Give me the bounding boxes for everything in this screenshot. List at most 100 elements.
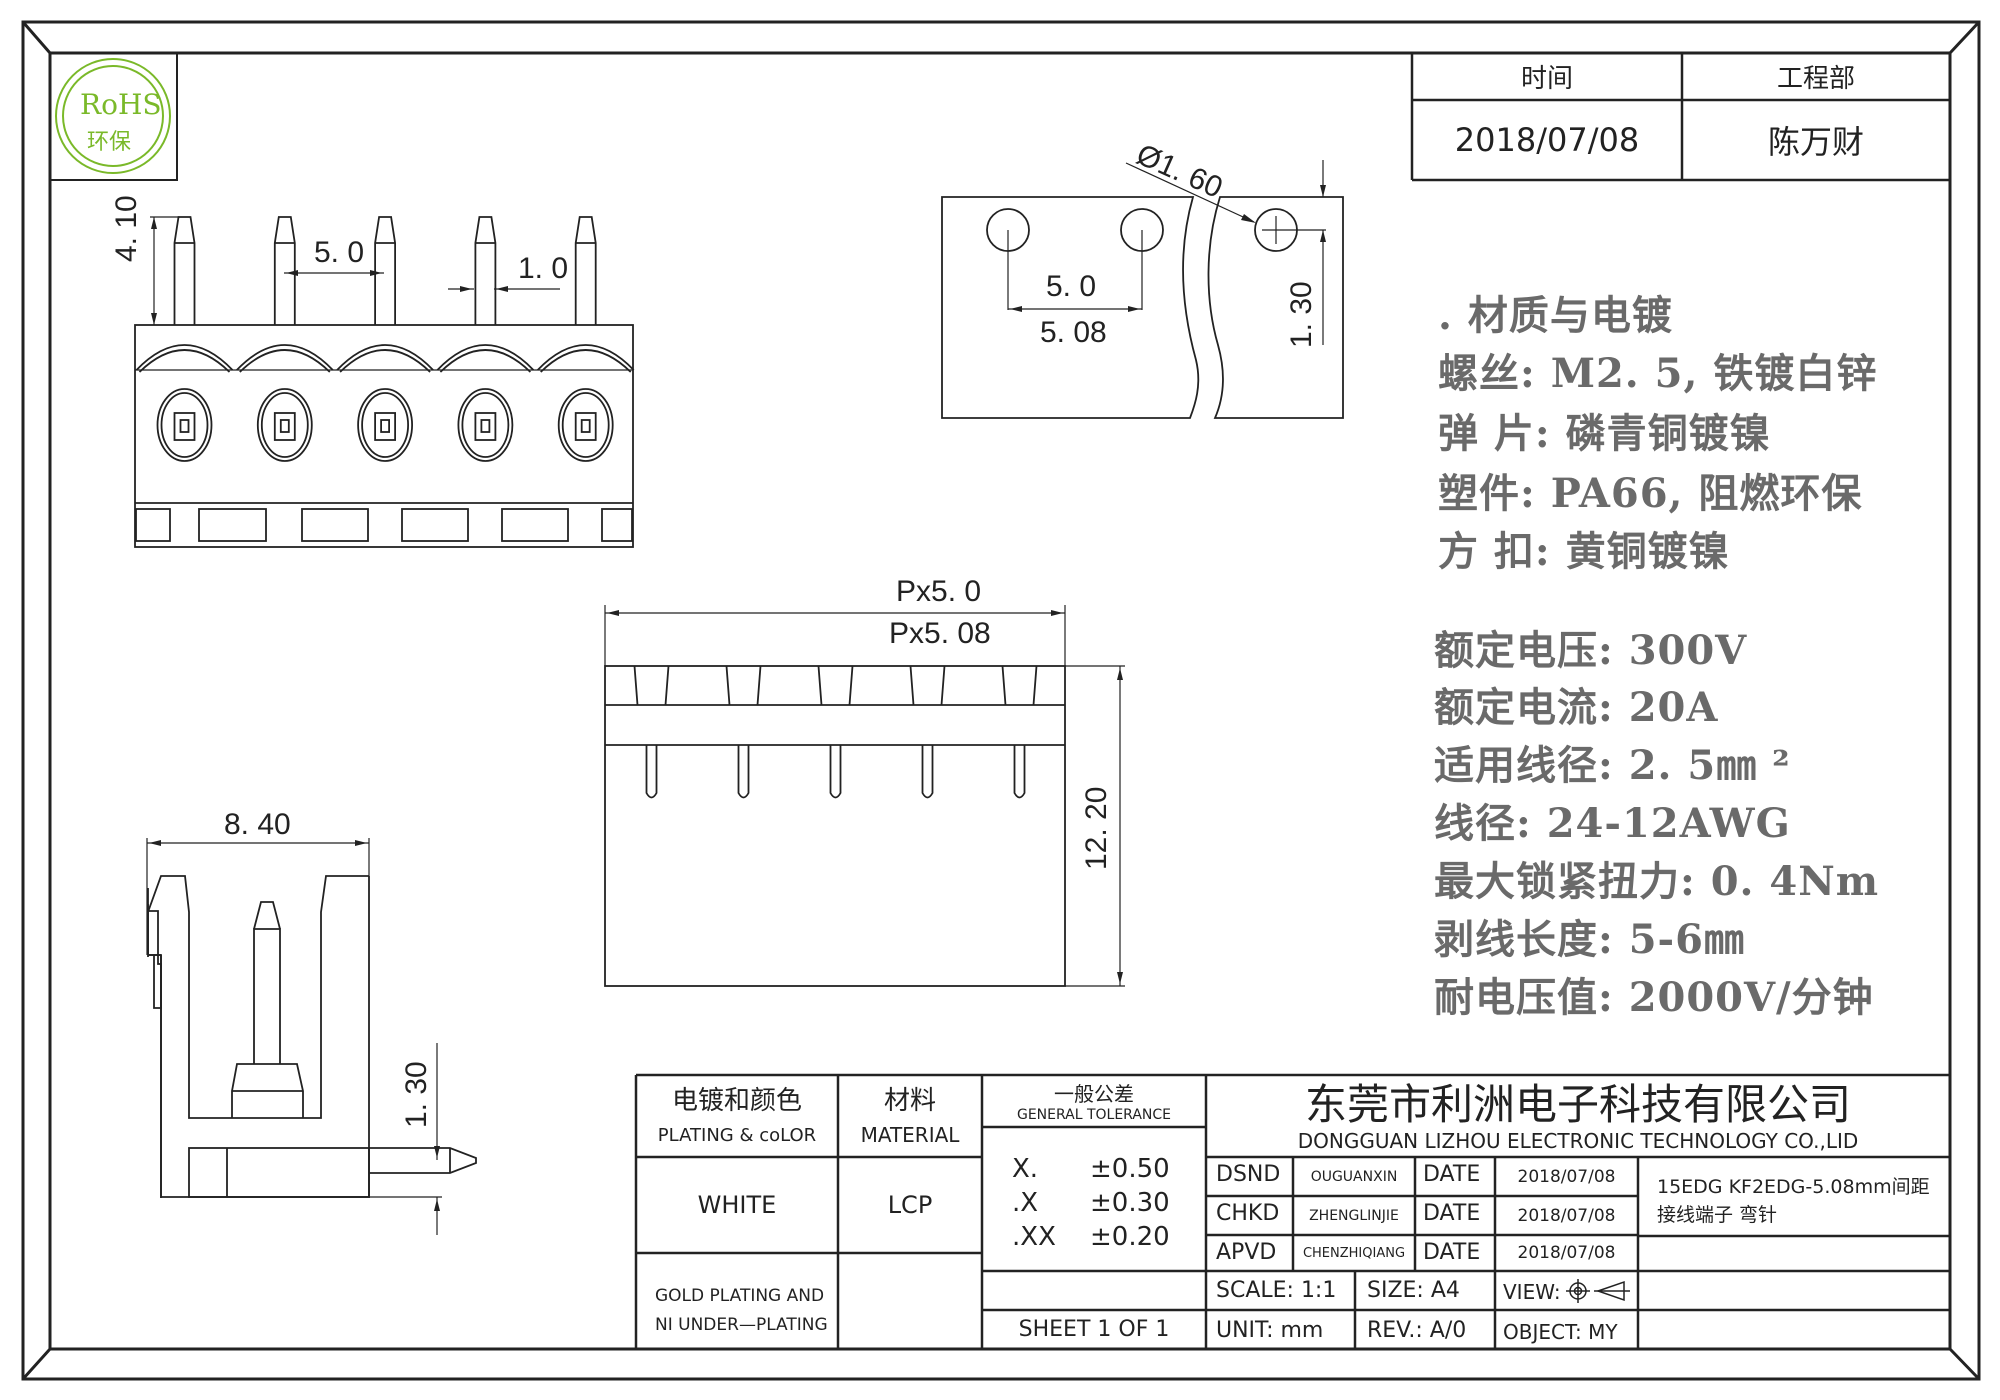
spec-withstand-voltage: 耐电压值: 2000V/分钟 [1434,974,1874,1021]
front-slot [301,508,369,542]
front-bump-arc [336,344,434,371]
signoff-date-apvd: 2018/07/08 [1517,1243,1616,1263]
front-slot [401,508,469,542]
dim-total-length-a: Px5. 0 [896,575,982,608]
signoff-name-dsnd: OUGUANXIN [1310,1168,1398,1185]
front-bump-inner [339,349,431,373]
spec-material-spring: 弹 片: 磷青铜镀镍 [1438,410,1771,457]
company-name-cn: 东莞市利洲电子科技有限公司 [1304,1079,1851,1129]
main-taper [725,665,762,706]
spec-rated-current: 额定电流: 20A [1434,684,1719,731]
projection-view-icon [1566,1279,1630,1303]
spec-rated-voltage: 额定电压: 300V [1434,627,1748,674]
plating-header-en: PLATING & coLOR [657,1124,817,1146]
dim-total-length-b: Px5. 08 [889,617,991,650]
main-view [604,605,1125,987]
material-header-cn: 材料 [883,1085,936,1116]
dim-pin-width: 1. 0 [518,252,569,285]
rev-label: REV.: A/0 [1367,1318,1467,1343]
company-name-en: DONGGUAN LIZHOU ELECTRONIC TECHNOLOGY CO… [1297,1129,1859,1153]
spec-material-plastic: 塑件: PA66, 阻燃环保 [1438,470,1863,517]
part-description-1: 15EDG KF2EDG-5.08mm间距 [1657,1176,1930,1198]
main-pin [645,745,658,799]
screw-recess [380,419,391,433]
front-pin [374,216,396,325]
signoff-role-chkd: CHKD [1216,1201,1280,1226]
signoff-date-chkd: 2018/07/08 [1517,1205,1616,1226]
main-pin [1013,745,1026,799]
unit-label: UNIT: mm [1216,1318,1324,1343]
dim-pin-height: 4. 10 [110,195,143,262]
approval-engineer: 陈万财 [1767,123,1864,161]
screw-inner-ring [260,392,309,458]
main-taper [817,665,854,706]
screw-head-square [374,412,397,441]
materials-title: . 材质与电镀 [1438,292,1673,339]
signoff-role-apvd: APVD [1216,1240,1277,1265]
front-pin [173,216,196,325]
signoff-datelabel-dsnd: DATE [1423,1162,1481,1187]
plating-header-cn: 电镀和颜色 [671,1085,802,1116]
dim-hole-pitch-b: 5. 08 [1040,316,1107,349]
signoff-role-dsnd: DSND [1216,1162,1281,1187]
tolerance-key-2: .X [1012,1188,1039,1218]
main-taper [909,665,946,706]
main-taper [1001,665,1038,706]
approval-table-grid [1410,53,1950,182]
tolerance-header-cn: 一般公差 [1054,1081,1134,1106]
front-slot [135,508,171,542]
front-bump-inner [239,349,331,373]
rohs-logo-subtext: 环保 [87,130,132,155]
screw-head-square [173,412,196,441]
main-pin [921,745,934,799]
screw-recess [179,419,190,433]
approval-header-dept: 工程部 [1776,64,1855,94]
tolerance-header-en: GENERAL TOLERANCE [1016,1107,1172,1123]
front-slot [601,508,633,542]
spec-material-buckle: 方 扣: 黄铜镀镍 [1438,528,1730,575]
sheet-number: SHEET 1 OF 1 [1018,1317,1170,1342]
screw-inner-ring [461,392,510,458]
size-label: SIZE: A4 [1367,1278,1460,1303]
main-taper [633,665,670,706]
screw-outer-ring [256,388,313,462]
screw-head-square [574,412,597,441]
front-pin [574,216,597,325]
front-bump-inner [540,349,632,373]
screw-head-square [273,412,296,441]
screw-inner-ring [561,392,610,458]
front-slot [198,508,267,542]
dim-side-width: 8. 40 [224,808,291,841]
approval-header-time: 时间 [1520,64,1573,94]
front-pins [173,216,597,325]
screw-inner-ring [361,392,410,458]
signoff-datelabel-chkd: DATE [1423,1201,1481,1226]
front-bump-arc [537,344,635,371]
top-view [941,160,1344,419]
front-pin [474,216,497,325]
screw-outer-ring [557,388,614,462]
color-value: WHITE [697,1191,777,1219]
screw-outer-ring [457,388,514,462]
signoff-datelabel-apvd: DATE [1423,1240,1481,1265]
screw-inner-ring [160,392,209,458]
screw-recess [580,419,591,433]
front-bump-arc [135,344,234,371]
dim-front-pitch: 5. 0 [314,236,365,269]
front-bump-arc [236,344,334,371]
spec-strip-length: 剥线长度: 5-6㎜ [1434,916,1745,963]
plating-note-1: GOLD PLATING AND [655,1286,825,1306]
tolerance-value-3: ±0.20 [1090,1222,1170,1252]
front-screws [156,388,614,462]
spec-max-torque: 最大锁紧扭力: 0. 4Nm [1434,858,1880,905]
spec-material-screw: 螺丝: M2. 5, 铁镀白锌 [1438,350,1878,397]
rohs-logo [49,52,178,181]
drawing-frame [21,20,1981,1381]
screw-head-square [474,412,497,441]
front-bump-inner [138,349,231,373]
tolerance-key-3: .XX [1012,1222,1056,1252]
spec-wire-size: 适用线径: 2. 5㎜ ² [1434,742,1791,789]
tolerance-value-1: ±0.50 [1090,1154,1170,1184]
signoff-date-dsnd: 2018/07/08 [1517,1166,1616,1187]
front-slot [501,508,569,542]
